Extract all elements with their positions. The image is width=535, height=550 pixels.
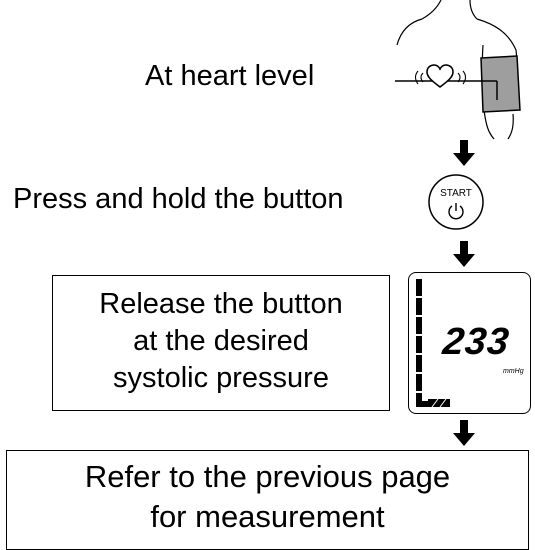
start-button[interactable]: START xyxy=(427,173,485,231)
start-label: START xyxy=(440,188,472,199)
lcd-display: 233 mmHg xyxy=(408,272,531,414)
arrow-down-icon xyxy=(453,420,475,446)
arrow-down-icon xyxy=(453,241,475,267)
refer-instruction-box: Refer to the previous page for measureme… xyxy=(6,450,529,550)
release-instruction-box: Release the button at the desired systol… xyxy=(52,275,390,411)
release-line-1: Release the button xyxy=(99,288,343,320)
press-hold-label: Press and hold the button xyxy=(13,183,344,215)
refer-line-1: Refer to the previous page xyxy=(84,459,451,494)
power-icon xyxy=(448,203,464,220)
release-line-3: systolic pressure xyxy=(113,362,329,394)
pressure-reading: 233 xyxy=(440,321,512,363)
arm-cuff-illustration xyxy=(395,0,521,140)
pressure-unit: mmHg xyxy=(503,368,524,375)
battery-icon xyxy=(426,398,450,408)
pressure-bar-graph xyxy=(416,279,428,407)
heart-icon xyxy=(414,64,467,89)
release-line-2: at the desired xyxy=(133,325,309,357)
refer-line-2: for measurement xyxy=(150,499,385,534)
arm-cuff xyxy=(480,55,521,113)
heart-level-label: At heart level xyxy=(145,60,315,92)
arrow-down-icon xyxy=(453,140,475,166)
